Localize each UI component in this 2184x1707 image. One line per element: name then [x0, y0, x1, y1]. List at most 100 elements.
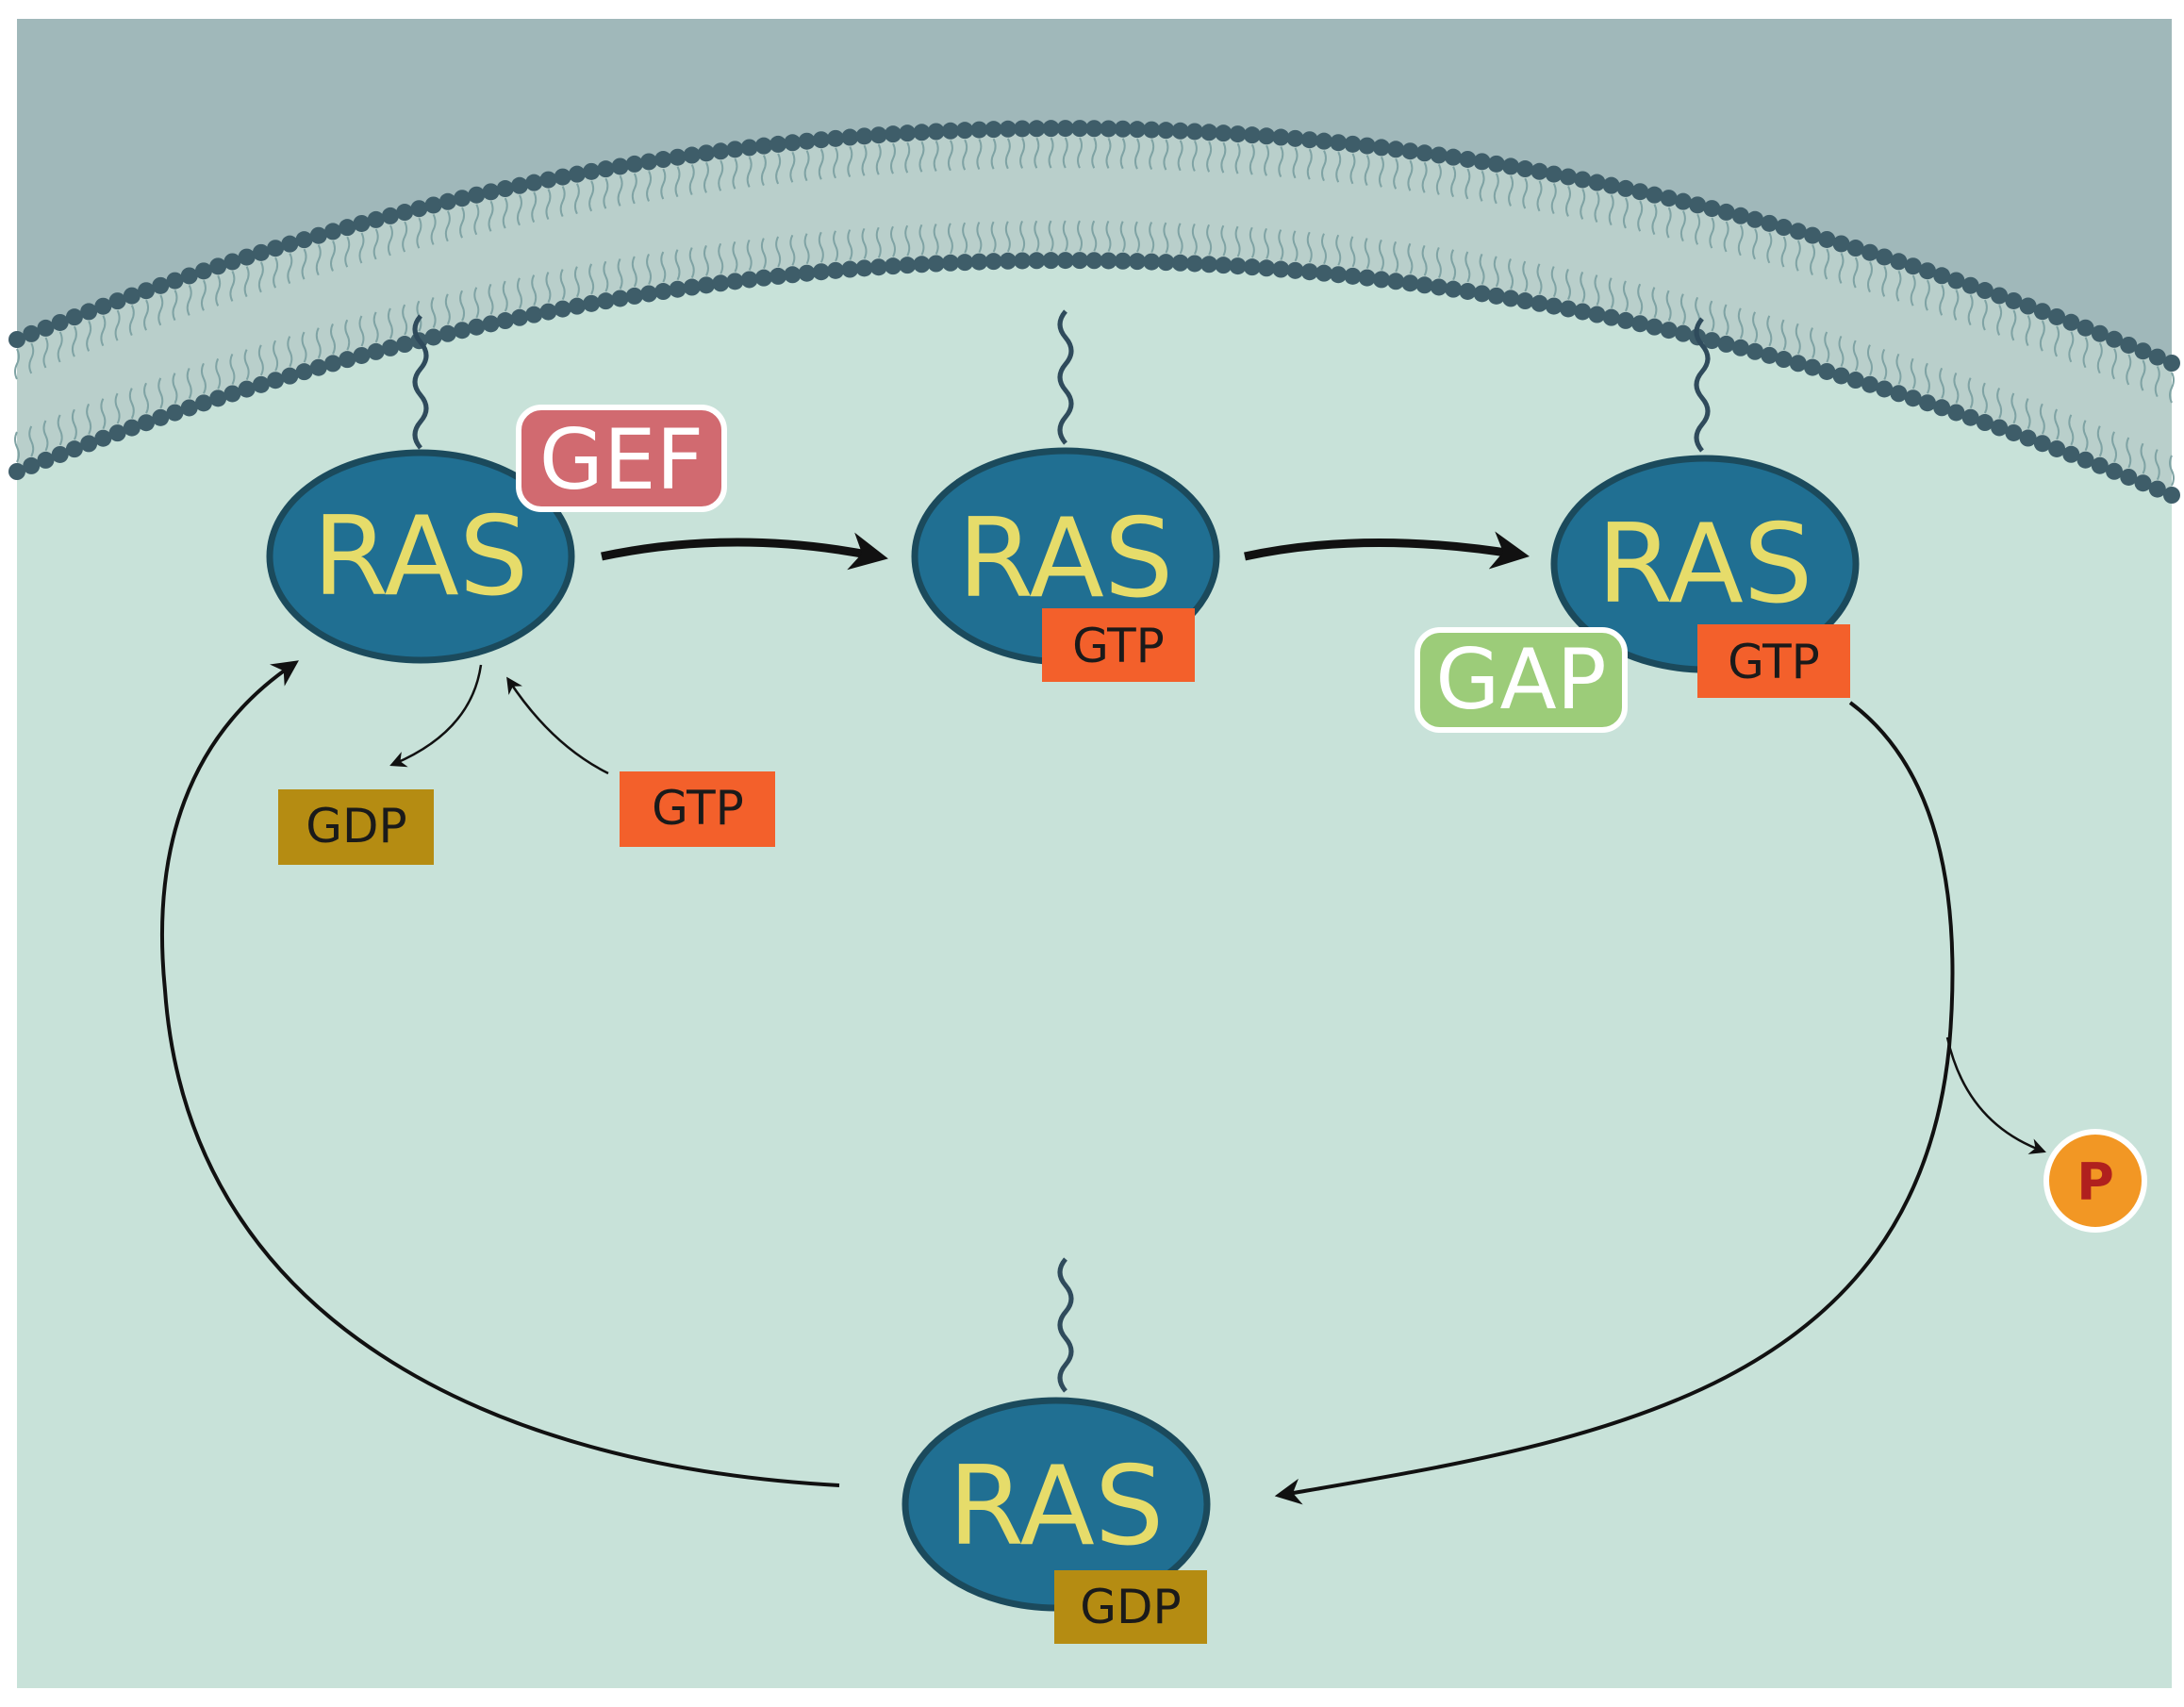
- lipid-head: [1215, 257, 1233, 274]
- lipid-tail: [1450, 249, 1457, 281]
- lipid-head: [1602, 308, 1620, 326]
- lipid-tail: [1810, 244, 1816, 276]
- lipid-head: [454, 190, 472, 207]
- lipid-tail: [918, 141, 925, 173]
- lipid-head: [1243, 258, 1261, 276]
- lipid-head: [1387, 141, 1405, 158]
- lipid-tail: [933, 141, 939, 172]
- lipid-tail: [746, 156, 753, 188]
- lipid-head: [539, 171, 557, 189]
- lipid-head: [2062, 313, 2080, 331]
- lipid-tail: [1651, 204, 1658, 236]
- lipid-head: [1846, 372, 1864, 389]
- lipid-tail: [861, 144, 868, 176]
- phosphate-label: P: [2076, 1152, 2114, 1212]
- gtp-label: GTP: [1072, 619, 1165, 673]
- lipid-tail: [1292, 147, 1299, 179]
- lipid-tail: [1622, 197, 1629, 229]
- lipid-tail: [1278, 229, 1284, 260]
- lipid-head: [138, 414, 156, 432]
- lipid-tail: [1665, 290, 1672, 322]
- lipid-head: [1085, 120, 1103, 138]
- lipid-head: [1200, 256, 1218, 273]
- lipid-tail: [1695, 213, 1701, 245]
- lipid-tail: [1580, 189, 1586, 220]
- lipid-head: [1272, 128, 1290, 146]
- lipid-head: [223, 385, 241, 403]
- lipid-tail: [1939, 367, 1945, 399]
- lipid-head: [2148, 348, 2166, 366]
- lipid-head: [2076, 451, 2094, 469]
- lipid-head: [138, 282, 156, 300]
- lipid-head: [884, 125, 902, 143]
- lipid-tail: [746, 239, 753, 271]
- lipid-head: [1746, 342, 1764, 360]
- lipid-head: [482, 183, 500, 201]
- lipid-tail: [42, 420, 49, 452]
- lipid-head: [798, 132, 816, 150]
- lipid-tail: [1866, 261, 1873, 293]
- lipid-tail: [631, 256, 637, 288]
- lipid-tail: [243, 266, 250, 298]
- lipid-tail: [1335, 151, 1342, 183]
- lipid-head: [869, 126, 887, 144]
- lipid-tail: [229, 271, 236, 302]
- lipid-tail: [200, 279, 207, 311]
- lipid-tail: [2126, 437, 2132, 469]
- lipid-tail: [1637, 200, 1644, 232]
- lipid-tail: [1119, 138, 1126, 170]
- lipid-head: [1832, 367, 1850, 385]
- lipid-head: [1042, 120, 1060, 138]
- lipid-tail: [387, 307, 393, 340]
- lipid-head: [1473, 153, 1491, 171]
- ras-node-3: RAS: [1550, 455, 1860, 673]
- lipid-tail: [157, 294, 164, 326]
- lipid-head: [1401, 274, 1419, 292]
- lipid-tail: [1278, 146, 1284, 177]
- lipid-head: [1315, 132, 1332, 150]
- lipid-head: [1215, 124, 1233, 142]
- lipid-tail: [1364, 155, 1370, 187]
- lipid-tail: [847, 229, 853, 261]
- lipid-tail: [2096, 425, 2103, 457]
- lipid-head: [1918, 262, 1936, 280]
- lipid-head: [1775, 351, 1793, 369]
- lipid-head: [1890, 253, 1908, 271]
- lipid-head: [1401, 142, 1419, 160]
- lipid-head: [554, 300, 571, 318]
- lipid-tail: [1019, 221, 1026, 252]
- lipid-tail: [1091, 220, 1098, 252]
- lipid-head: [1904, 389, 1922, 407]
- lipid-tail: [789, 151, 796, 183]
- lipid-tail: [1580, 272, 1586, 303]
- lipid-head: [2134, 342, 2152, 360]
- lipid-head: [683, 278, 701, 296]
- lipid-head: [496, 180, 514, 198]
- lipid-head: [1200, 124, 1218, 141]
- lipid-tail: [416, 217, 422, 249]
- lipid-tail: [2126, 354, 2132, 386]
- lipid-tail: [2068, 414, 2075, 446]
- ras-node-1: RAS: [266, 449, 575, 664]
- lipid-head: [1286, 129, 1304, 147]
- lipid-tail: [1421, 161, 1428, 193]
- lipid-tail: [2039, 320, 2045, 352]
- lipid-tail: [1105, 221, 1112, 252]
- lipid-head: [899, 124, 917, 142]
- lipid-head: [194, 262, 212, 280]
- lipid-tail: [1881, 349, 1888, 380]
- lipid-tail: [889, 142, 896, 174]
- lipid-tail: [1062, 137, 1068, 169]
- lipid-head: [568, 165, 586, 183]
- lipid-tail: [703, 161, 709, 193]
- lipid-head: [2148, 480, 2166, 498]
- lipid-tail: [1967, 294, 1974, 326]
- lipid-head: [80, 303, 98, 321]
- lipid-anchor-2: [1057, 309, 1074, 445]
- lipid-head: [324, 355, 342, 373]
- lipid-head: [123, 419, 141, 437]
- lipid-head: [108, 292, 126, 310]
- lipid-tail: [904, 224, 911, 257]
- arrow-phosphate-release: [1945, 1036, 2046, 1154]
- lipid-head: [784, 266, 802, 284]
